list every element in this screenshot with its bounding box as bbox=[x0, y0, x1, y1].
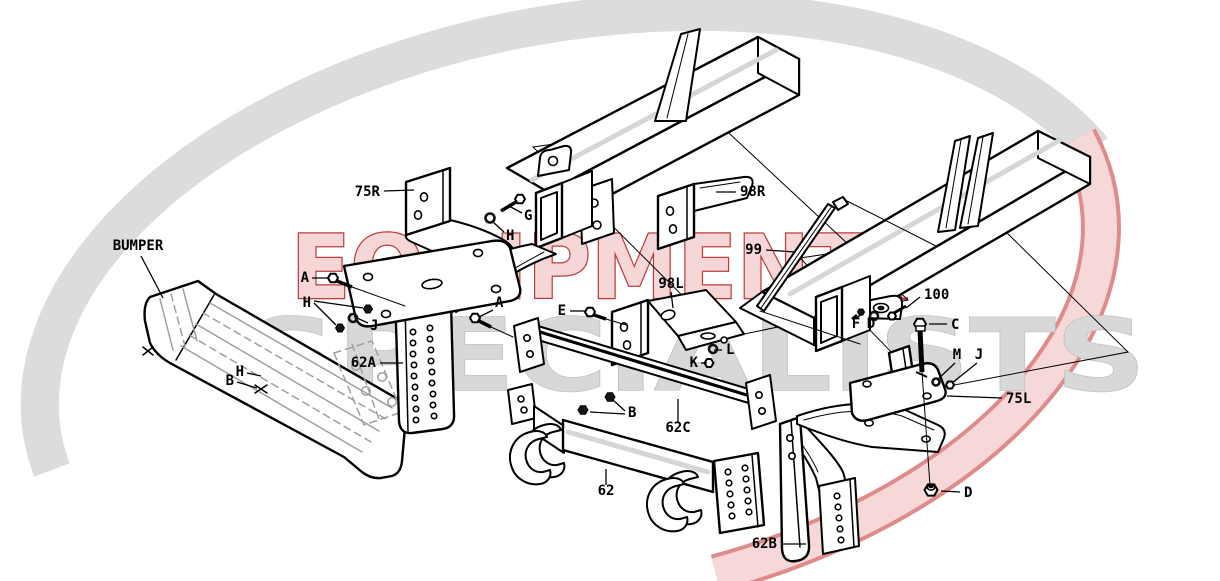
leader-line-bumper bbox=[140, 255, 164, 299]
label-h-top: H bbox=[506, 228, 514, 244]
push-beam-hook bbox=[646, 477, 689, 533]
line-art bbox=[142, 28, 1130, 563]
leader-line-b-bumper bbox=[236, 381, 258, 389]
washer-h-top bbox=[484, 212, 496, 224]
label-j-right: J bbox=[975, 347, 983, 363]
washer-l bbox=[707, 343, 719, 355]
leader-line-f bbox=[855, 314, 862, 319]
label-62a: 62A bbox=[351, 355, 377, 371]
label-100: 100 bbox=[924, 287, 949, 303]
label-h-left: H bbox=[303, 295, 311, 311]
label-d-bottom: D bbox=[964, 485, 972, 501]
label-75r: 75R bbox=[355, 184, 381, 200]
receiver-tube-right bbox=[814, 275, 871, 353]
strap-62C bbox=[513, 317, 777, 430]
bolt-g bbox=[500, 193, 526, 213]
receiver-tube-left bbox=[534, 170, 593, 250]
leader-line-h-left bbox=[313, 300, 364, 309]
leader-line-b-mid bbox=[589, 411, 626, 415]
leader-line-h-left bbox=[313, 302, 337, 326]
bracket-62B bbox=[778, 402, 946, 563]
nut-b-1 bbox=[577, 405, 589, 415]
bolt-e bbox=[584, 306, 627, 326]
bumper-hole-pattern bbox=[332, 340, 404, 426]
bracket-62B-top-arm bbox=[796, 402, 946, 453]
leader-line-d-mid bbox=[870, 317, 875, 320]
leader-line-98l bbox=[670, 291, 674, 309]
label-a-left: A bbox=[301, 270, 310, 286]
label-a-mid: A bbox=[495, 295, 504, 311]
bolt-a-2 bbox=[469, 312, 514, 338]
leader-line-75l bbox=[946, 395, 1003, 399]
push-beam-62 bbox=[507, 383, 766, 535]
label-bumper: BUMPER bbox=[113, 238, 164, 254]
mount-62A bbox=[342, 239, 557, 435]
leader-line-m bbox=[936, 362, 956, 381]
leader-line-h-top bbox=[492, 221, 505, 233]
leader-line-j-left bbox=[356, 317, 369, 324]
bolt-100 bbox=[887, 304, 907, 321]
label-c: C bbox=[951, 317, 959, 333]
label-62c: 62C bbox=[665, 420, 690, 436]
label-f: F bbox=[852, 316, 860, 332]
label-99: 99 bbox=[745, 242, 762, 258]
label-75l: 75L bbox=[1006, 391, 1031, 407]
washer-d-mid bbox=[868, 310, 880, 322]
nut-h-1 bbox=[334, 323, 346, 333]
mount-62A-hole-column bbox=[409, 324, 438, 424]
leader-line-100 bbox=[905, 296, 921, 309]
label-m: M bbox=[953, 347, 961, 363]
label-l: L bbox=[726, 342, 734, 358]
label-d-mid: D bbox=[867, 316, 875, 332]
leader-line-d-bottom bbox=[940, 490, 961, 493]
bracket-98L bbox=[610, 289, 745, 367]
bolt-c bbox=[913, 317, 931, 487]
leader-line-g bbox=[508, 205, 523, 214]
label-98r: 98R bbox=[740, 184, 766, 200]
washer-m bbox=[931, 377, 941, 387]
bracket-62B-strip bbox=[778, 415, 811, 563]
label-j-left: J bbox=[370, 318, 378, 334]
bumper-hole-mark bbox=[254, 384, 268, 394]
bracket-75L bbox=[848, 344, 947, 422]
label-98l: 98L bbox=[658, 276, 683, 292]
bolt-a-1 bbox=[327, 272, 406, 307]
leader-line-99 bbox=[765, 249, 796, 253]
label-62: 62 bbox=[598, 483, 615, 499]
leader-line-a-mid bbox=[478, 309, 494, 318]
nut-j-right bbox=[945, 380, 955, 390]
label-e: E bbox=[558, 303, 566, 319]
label-h-bumper: H bbox=[236, 364, 244, 380]
leader-line-j-right bbox=[951, 362, 978, 384]
label-62b: 62B bbox=[752, 536, 777, 552]
push-beam-end-plate bbox=[712, 451, 766, 535]
bolt-f bbox=[851, 308, 866, 320]
leader-line-h-bumper bbox=[246, 372, 262, 377]
nut-b-2 bbox=[604, 392, 616, 402]
bracket-98R bbox=[656, 175, 754, 251]
leader-line-b-mid bbox=[612, 399, 626, 412]
push-beam-end-plate-holes bbox=[724, 464, 753, 520]
frame-rail-right bbox=[739, 129, 1092, 347]
bumper-hole-mark bbox=[142, 346, 154, 356]
pin-m bbox=[915, 371, 928, 378]
label-g: G bbox=[524, 208, 532, 224]
rail-fin bbox=[959, 132, 994, 229]
nut-d-bottom bbox=[923, 483, 939, 497]
logo-swoosh-gray bbox=[20, 0, 1108, 477]
label-b-mid: B bbox=[628, 405, 636, 421]
push-beam-hook bbox=[509, 430, 552, 486]
leader-line-75r bbox=[383, 189, 415, 192]
label-b-bumper: B bbox=[226, 373, 234, 389]
label-k: K bbox=[690, 355, 699, 371]
rod-99 bbox=[756, 196, 937, 345]
hardware bbox=[327, 193, 955, 497]
nut-h-2 bbox=[362, 304, 374, 314]
